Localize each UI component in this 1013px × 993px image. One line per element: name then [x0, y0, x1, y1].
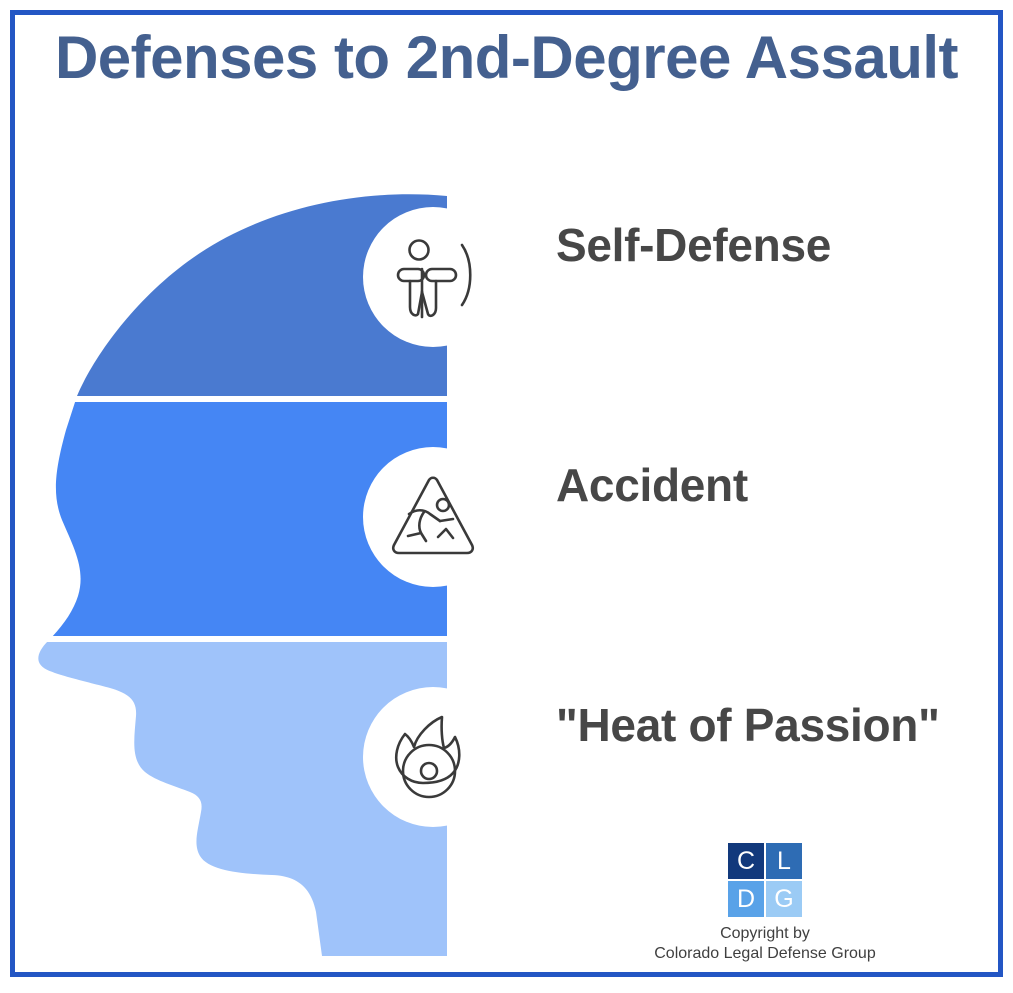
logo-cell-g: G — [766, 881, 802, 917]
copyright-text: Copyright by Colorado Legal Defense Grou… — [620, 924, 910, 964]
label-heat-of-passion: "Heat of Passion" — [556, 699, 940, 751]
icon-badge-accident[interactable] — [363, 447, 503, 587]
cldg-logo[interactable]: C L D G — [728, 843, 802, 917]
logo-cell-d: D — [728, 881, 764, 917]
icon-badge-self-defense[interactable] — [363, 207, 503, 347]
footer-block: C L D G Copyright by Colorado Legal Defe… — [620, 843, 910, 964]
logo-cell-c: C — [728, 843, 764, 879]
slip-hazard-warning-triangle-icon — [391, 476, 475, 555]
self-defense-person-shield-icon — [396, 239, 472, 319]
outer-border-frame — [10, 10, 1003, 977]
label-self-defense: Self-Defense — [556, 219, 832, 271]
page-title: Defenses to 2nd-Degree Assault — [54, 24, 959, 91]
icon-badge-heat-of-passion[interactable] — [363, 687, 503, 827]
logo-cell-l: L — [766, 843, 802, 879]
copyright-line-1: Copyright by — [720, 925, 810, 942]
label-accident: Accident — [556, 459, 748, 511]
copyright-line-2: Colorado Legal Defense Group — [654, 945, 876, 962]
flaming-wheel-icon — [394, 715, 461, 799]
